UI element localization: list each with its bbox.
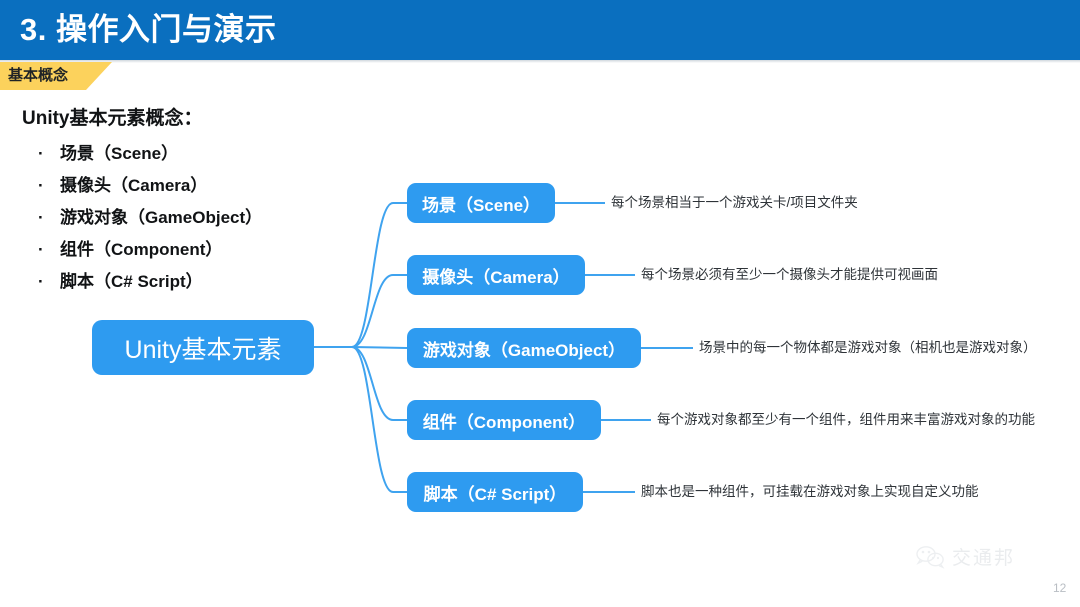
header-bar — [0, 0, 1080, 60]
list-item-label: 组件（Component） — [60, 240, 223, 259]
section-tag: 基本概念 — [0, 62, 120, 90]
list-item-label: 场景（Scene） — [60, 144, 179, 163]
header-shadow — [0, 60, 1080, 63]
content-heading: Unity基本元素概念： — [22, 108, 203, 129]
watermark-label: 交通邦 — [952, 548, 1016, 569]
watermark: 交通邦 — [915, 543, 1015, 570]
mindmap-node-gameobject[interactable]: 游戏对象（GameObject） — [407, 328, 641, 368]
bullet-dot-icon: · — [38, 240, 44, 259]
connector-branch-4 — [351, 346, 407, 493]
connector-branch-3 — [351, 346, 407, 421]
mindmap-center-node[interactable]: Unity基本元素 — [92, 320, 314, 375]
bullet-dot-icon: · — [38, 176, 44, 195]
bullet-dot-icon: · — [38, 208, 44, 227]
mindmap-node-scene[interactable]: 场景（Scene） — [407, 183, 555, 223]
mindmap-node-component[interactable]: 组件（Component） — [407, 400, 601, 440]
mindmap-description-gameobject: 场景中的每一个物体都是游戏对象（相机也是游戏对象） — [699, 340, 1037, 355]
mindmap-description-camera: 每个场景必须有至少一个摄像头才能提供可视画面 — [641, 267, 938, 282]
list-item: · 摄像头（Camera） — [38, 175, 338, 207]
wechat-icon — [916, 545, 945, 569]
page-number: 12 — [1053, 581, 1067, 595]
list-item-label: 游戏对象（GameObject） — [60, 208, 263, 227]
mindmap-node-script[interactable]: 脚本（C# Script） — [407, 472, 583, 512]
connector-branch-1 — [351, 274, 407, 348]
page-title: 3. 操作入门与演示 — [20, 12, 277, 47]
mindmap-description-script: 脚本也是一种组件，可挂载在游戏对象上实现自定义功能 — [641, 484, 979, 499]
bullet-dot-icon: · — [38, 272, 44, 291]
bullet-dot-icon: · — [38, 144, 44, 163]
mindmap-node-camera[interactable]: 摄像头（Camera） — [407, 255, 585, 295]
mindmap-description-scene: 每个场景相当于一个游戏关卡/项目文件夹 — [611, 195, 858, 210]
bullet-list: · 场景（Scene） · 摄像头（Camera） · 游戏对象（GameObj… — [38, 143, 338, 303]
list-item: · 游戏对象（GameObject） — [38, 207, 338, 239]
list-item-label: 摄像头（Camera） — [60, 176, 208, 195]
list-item: · 场景（Scene） — [38, 143, 338, 175]
connector-branch-2 — [351, 346, 408, 349]
connector-branch-0 — [351, 202, 407, 348]
list-item-label: 脚本（C# Script） — [60, 272, 203, 291]
list-item: · 脚本（C# Script） — [38, 271, 338, 303]
list-item: · 组件（Component） — [38, 239, 338, 271]
mindmap-description-component: 每个游戏对象都至少有一个组件，组件用来丰富游戏对象的功能 — [657, 412, 1035, 427]
section-tag-label: 基本概念 — [8, 67, 69, 84]
